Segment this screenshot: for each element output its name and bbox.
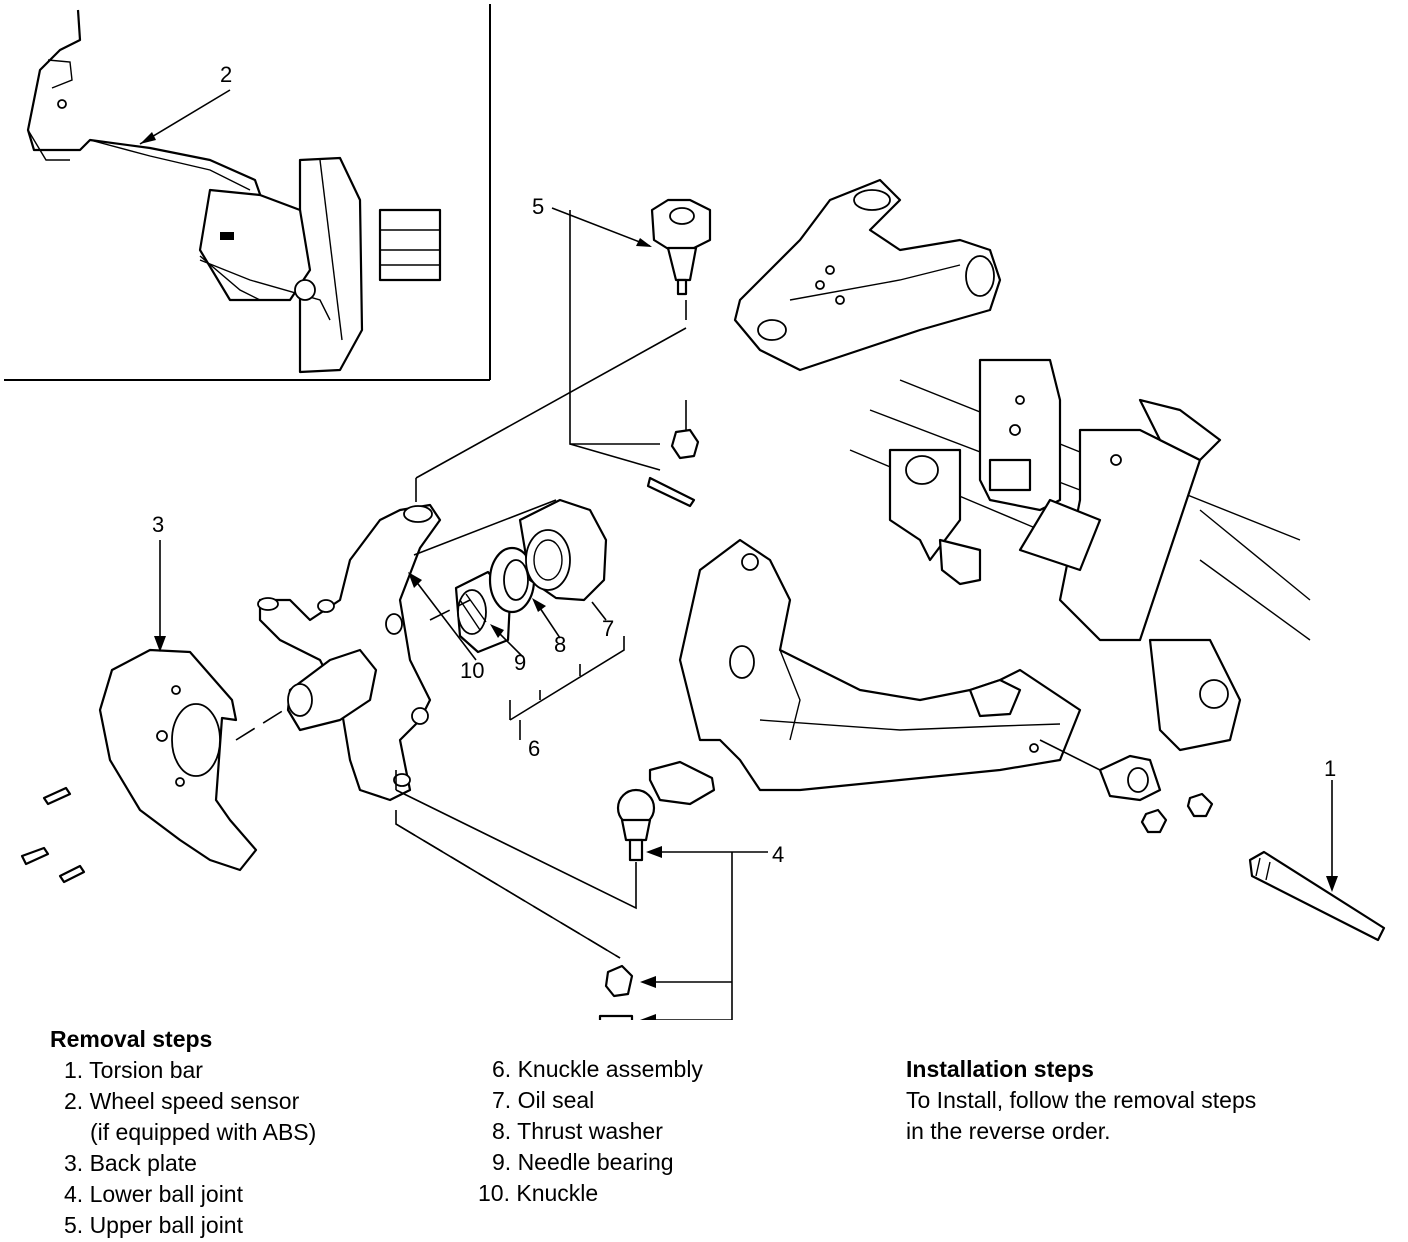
removal-step-2-note: (if equipped with ABS) [90, 1119, 317, 1145]
callout-3: 3 [152, 512, 164, 537]
removal-step-8: 8. Thrust washer [492, 1118, 663, 1144]
removal-step-5: 5. Upper ball joint [64, 1212, 243, 1238]
callout-9: 9 [514, 650, 526, 675]
exploded-diagram: 2 5 [4, 4, 1386, 1020]
removal-steps: Removal steps 1. Torsion bar 2. Wheel sp… [50, 1024, 316, 1241]
vehicle-frame [849, 358, 1311, 752]
installation-heading: Installation steps [906, 1056, 1094, 1082]
lower-control-arm [678, 538, 1082, 792]
removal-step-4: 4. Lower ball joint [64, 1181, 243, 1207]
back-plate [98, 648, 258, 872]
removal-step-1: 1. Torsion bar [64, 1057, 203, 1083]
lower-arm-nut-2 [1186, 792, 1214, 818]
callout-2: 2 [220, 62, 232, 87]
lower-arm-nut-1 [1140, 808, 1168, 834]
upper-nut [670, 428, 700, 460]
torsion-bar [1248, 850, 1386, 942]
removal-step-10: 10. Knuckle [478, 1180, 599, 1206]
removal-step-6: 6. Knuckle assembly [492, 1056, 703, 1082]
removal-steps-continued: 6. Knuckle assembly 7. Oil seal 8. Thrus… [478, 1054, 703, 1209]
installation-line-1: To Install, follow the removal steps [906, 1087, 1257, 1113]
lower-arm-bushing [1039, 739, 1162, 802]
back-plate-bolt-1 [42, 786, 72, 806]
callout-1: 1 [1324, 756, 1336, 781]
removal-step-3: 3. Back plate [64, 1150, 197, 1176]
callout-8: 8 [554, 632, 566, 657]
thrust-washer [488, 546, 536, 614]
lower-nut [604, 964, 634, 998]
callout-10: 10 [460, 658, 484, 683]
back-plate-bolt-3 [58, 864, 86, 884]
upper-control-arm [733, 178, 1002, 372]
callout-7: 7 [602, 616, 614, 641]
installation-steps: Installation steps To Install, follow th… [906, 1054, 1256, 1147]
inset-sensor-cable [26, 9, 264, 201]
installation-line-2: in the reverse order. [906, 1118, 1111, 1144]
inset-hub-rotor [198, 156, 442, 374]
back-plate-bolt-2 [20, 846, 50, 866]
knuckle [257, 503, 442, 802]
callout-5: 5 [532, 194, 544, 219]
removal-step-7: 7. Oil seal [492, 1087, 595, 1113]
callout-4: 4 [772, 842, 784, 867]
inset-panel: 2 [4, 4, 491, 381]
removal-heading: Removal steps [50, 1026, 213, 1052]
lower-ball-joint [616, 760, 716, 862]
oil-seal [518, 498, 608, 602]
removal-step-9: 9. Needle bearing [492, 1149, 674, 1175]
lower-bolt [598, 1014, 634, 1020]
upper-ball-joint [650, 198, 712, 296]
removal-step-2: 2. Wheel speed sensor [64, 1088, 300, 1114]
upper-bolt [646, 476, 696, 508]
callout-6: 6 [528, 736, 540, 761]
